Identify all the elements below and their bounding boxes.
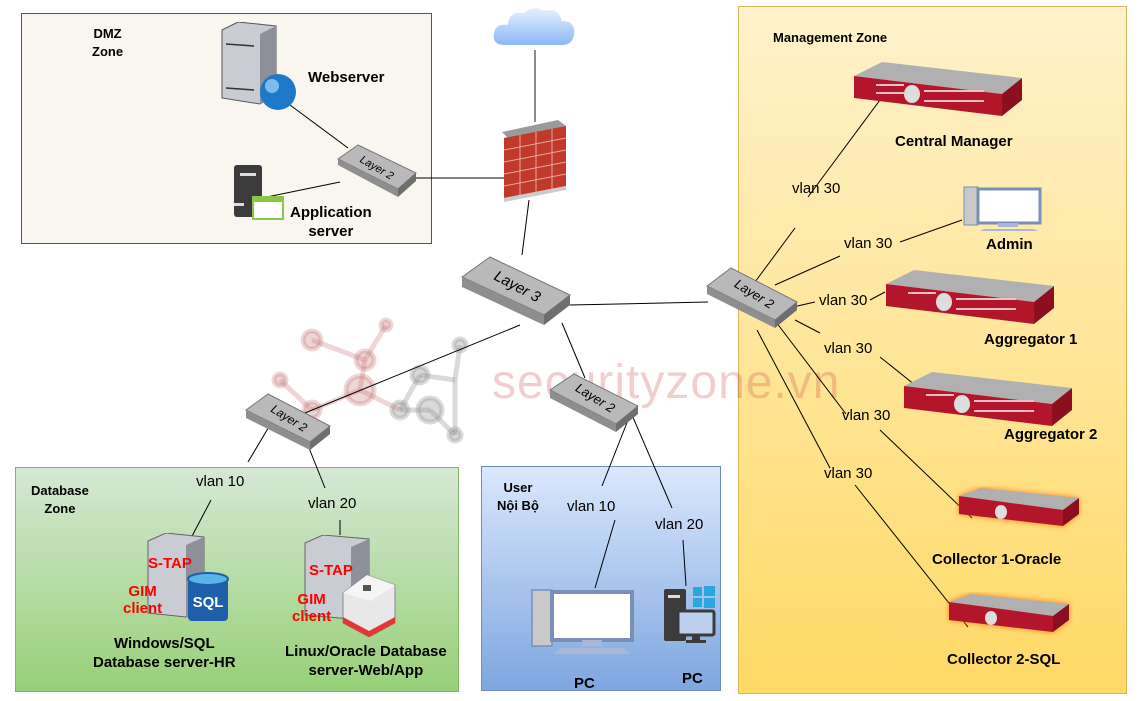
- vlan-label-aggregator-1: vlan 30: [819, 292, 868, 309]
- pc-2-label: PC: [682, 670, 703, 687]
- firewall-icon: [502, 120, 567, 202]
- sql-badge-text: SQL: [193, 594, 224, 611]
- webserver-switch-link: [289, 104, 349, 149]
- firewall-core-link: [521, 199, 530, 256]
- watermark-text: securityzone.vn: [492, 356, 841, 409]
- webserver-label: Webserver: [308, 69, 385, 86]
- windows-sql-label: Windows/SQL Database server-HR: [93, 635, 236, 671]
- core-db-switch-link: [299, 324, 521, 416]
- vlan-label-aggregator-2: vlan 30: [824, 340, 873, 357]
- windows-sql-server-icon[interactable]: SQL: [146, 533, 236, 625]
- aggregator-1-appliance-icon[interactable]: [884, 270, 1056, 326]
- aggregator-2-label: Aggregator 2: [1004, 426, 1098, 443]
- vlan-label-linux-oracle: vlan 20: [308, 495, 357, 512]
- linux-oracle-server-icon[interactable]: [303, 535, 403, 637]
- user-zone-label: User Nội Bộ: [497, 480, 539, 513]
- db-switch-icon[interactable]: Layer 2: [244, 392, 334, 452]
- application-server-label: Application server: [290, 204, 372, 240]
- application-server-icon[interactable]: [234, 165, 286, 221]
- collector-2-label: Collector 2-SQL: [947, 651, 1061, 668]
- collector-2-appliance-icon[interactable]: [945, 592, 1073, 638]
- vlan-label-windows-sql: vlan 10: [196, 473, 245, 490]
- database-zone-label: Database Zone: [31, 483, 89, 516]
- db-switch-vlan10-link: [247, 424, 271, 463]
- vlan-label-collector-2: vlan 30: [824, 465, 873, 482]
- pc-1-icon[interactable]: [530, 588, 636, 656]
- cloud-icon: [493, 8, 575, 45]
- dmz-switch-icon[interactable]: Layer 2: [336, 143, 420, 199]
- aggregator-1-label: Aggregator 1: [984, 331, 1078, 348]
- webserver-icon[interactable]: [218, 22, 300, 110]
- linux-oracle-label: Linux/Oracle Database server-Web/App: [285, 643, 447, 679]
- gim-client-label-linux: GIM client: [292, 591, 332, 625]
- pc-2-windows-icon[interactable]: [662, 585, 718, 645]
- dmz-zone-label: DMZ Zone: [92, 26, 124, 59]
- core-mgmt-switch-link: [569, 301, 709, 306]
- vlan-label-central-manager: vlan 30: [792, 180, 841, 197]
- vlan-label-admin: vlan 30: [844, 235, 893, 252]
- admin-pc-icon[interactable]: [962, 185, 1042, 231]
- user-switch-icon[interactable]: Layer 2: [548, 372, 642, 434]
- aggregator-2-appliance-icon[interactable]: [902, 372, 1074, 428]
- central-manager-label: Central Manager: [895, 133, 1013, 150]
- management-zone-label: Management Zone: [773, 30, 888, 45]
- vlan-label-pc-1: vlan 10: [567, 498, 616, 515]
- collector-1-label: Collector 1-Oracle: [932, 551, 1062, 568]
- core-switch-icon[interactable]: Layer 3: [460, 255, 574, 327]
- collector-1-appliance-icon[interactable]: [955, 486, 1083, 532]
- core-user-switch-link: [561, 322, 586, 379]
- stap-label-linux: S-TAP: [309, 562, 353, 579]
- management-zone: [738, 6, 1127, 694]
- stap-label-windows: S-TAP: [148, 555, 192, 572]
- gim-client-label-windows: GIM client: [123, 583, 163, 617]
- admin-label: Admin: [986, 236, 1033, 253]
- mgmt-switch-icon[interactable]: Layer 2: [705, 266, 801, 330]
- database-zone: [15, 467, 459, 692]
- pc-1-label: PC: [574, 675, 595, 692]
- vlan-label-collector-1: vlan 30: [842, 407, 891, 424]
- central-manager-appliance-icon[interactable]: [852, 62, 1024, 118]
- vlan-label-pc-2: vlan 20: [655, 516, 704, 533]
